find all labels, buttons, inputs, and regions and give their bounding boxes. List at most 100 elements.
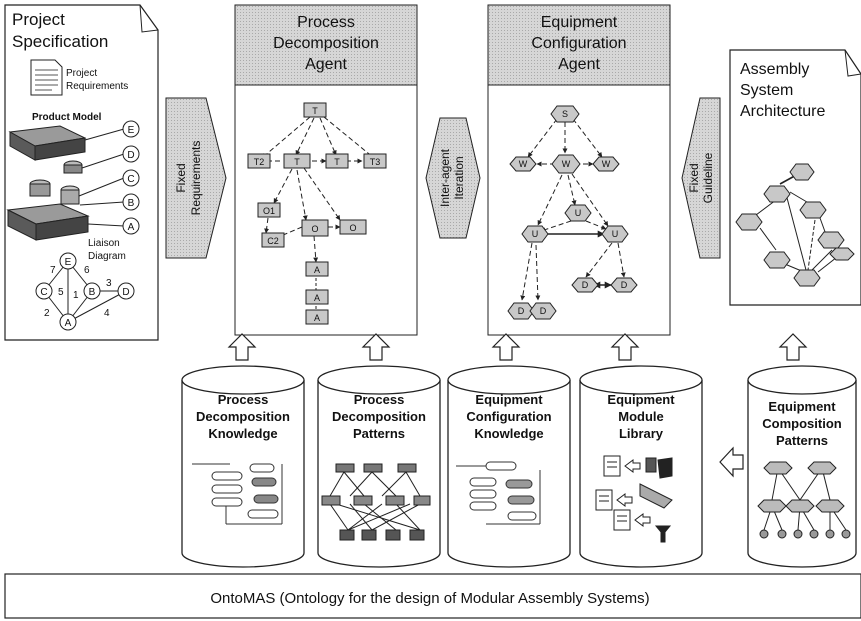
- eca-title-line3: Agent: [558, 56, 600, 73]
- ontology-bar: OntoMAS (Ontology for the design of Modu…: [4, 573, 861, 619]
- pda-title-line1: Process: [297, 14, 355, 31]
- inter-agent-line1: Inter-agent: [438, 148, 452, 207]
- left-arrow: [719, 446, 744, 478]
- up-arrow: [361, 333, 391, 361]
- eca-node: U: [612, 229, 619, 239]
- edge-number: 3: [106, 278, 112, 289]
- eca-node: D: [518, 306, 525, 316]
- db4-line2: Module: [618, 409, 664, 424]
- flowchart-icon: [192, 463, 283, 525]
- edge-number: 4: [104, 308, 110, 319]
- edge-number: 5: [58, 287, 64, 298]
- part-labels: E D C B A: [122, 120, 140, 235]
- part-label-a: A: [128, 222, 135, 233]
- db5-line2: Composition: [762, 416, 841, 431]
- project-specification-panel: Project Specification Project Requiremen…: [4, 4, 159, 341]
- eca-node: U: [532, 229, 539, 239]
- fixed-guideline-line2: Guideline: [701, 152, 715, 203]
- db1-line2: Decomposition: [196, 409, 290, 424]
- project-spec-title-line1: Project: [12, 10, 65, 29]
- up-arrow: [227, 333, 257, 361]
- pda-node: T: [294, 157, 300, 167]
- liaison-node-e: E: [65, 257, 72, 268]
- pda-node: O: [311, 224, 318, 234]
- project-spec-title-line2: Specification: [12, 32, 108, 51]
- liaison-label-line2: Diagram: [88, 251, 126, 262]
- asa-title-line3: Architecture: [740, 103, 825, 120]
- db2-line3: Patterns: [353, 426, 405, 441]
- database-equipment-module-library: Equipment Module Library: [579, 365, 703, 568]
- pda-node: A: [314, 293, 320, 303]
- eca-node: W: [602, 159, 611, 169]
- db1-line1: Process: [218, 392, 269, 407]
- pattern-network-icon: [321, 463, 431, 541]
- pda-node: T3: [370, 157, 381, 167]
- pda-node: T: [312, 106, 318, 116]
- pda-node: T: [334, 157, 340, 167]
- eca-nodes: S W W W U U U D D D D: [507, 105, 638, 320]
- liaison-node-c: C: [40, 287, 47, 298]
- asa-title-line1: Assembly: [740, 61, 809, 78]
- inter-agent-iteration-arrow: Inter-agent Iteration: [425, 117, 481, 239]
- pda-node: A: [314, 313, 320, 323]
- pda-node: O: [349, 223, 356, 233]
- project-requirements-line1: Project: [66, 68, 97, 79]
- db2-line1: Process: [354, 392, 405, 407]
- eca-node: D: [582, 280, 589, 290]
- pda-node: O1: [263, 206, 275, 216]
- liaison-label-line1: Liaison: [88, 238, 120, 249]
- equipment-configuration-agent-panel: Equipment Configuration Agent: [487, 4, 671, 336]
- part-label-c: C: [127, 174, 134, 185]
- db3-line3: Knowledge: [474, 426, 543, 441]
- fixed-guideline-arrow: Fixed Guideline: [681, 97, 721, 259]
- eca-node: D: [540, 306, 547, 316]
- fixed-requirements-arrow: Fixed Requirements: [165, 97, 227, 259]
- inter-agent-line2: Iteration: [452, 156, 466, 199]
- eca-title-line2: Configuration: [531, 35, 626, 52]
- db4-line1: Equipment: [607, 392, 675, 407]
- db3-line1: Equipment: [475, 392, 543, 407]
- fixed-guideline-line1: Fixed: [687, 163, 701, 192]
- eca-node: W: [562, 159, 571, 169]
- process-decomposition-agent-panel: Process Decomposition Agent T: [234, 4, 418, 336]
- part-label-b: B: [128, 198, 135, 209]
- liaison-node-a: A: [65, 318, 72, 329]
- database-process-decomposition-patterns: Process Decomposition Patterns: [317, 365, 441, 568]
- db3-line2: Configuration: [466, 409, 551, 424]
- pda-node: T2: [254, 157, 265, 167]
- up-arrow: [610, 333, 640, 361]
- eca-node: W: [519, 159, 528, 169]
- eca-node: S: [562, 109, 568, 119]
- eca-node: D: [621, 280, 628, 290]
- pda-node: C2: [267, 236, 279, 246]
- project-requirements-line2: Requirements: [66, 81, 128, 92]
- edge-number: 7: [50, 265, 56, 276]
- fixed-requirements-line1: Fixed: [174, 163, 188, 192]
- pda-title-line3: Agent: [305, 56, 347, 73]
- part-label-d: D: [127, 150, 134, 161]
- liaison-node-d: D: [122, 287, 129, 298]
- db5-line3: Patterns: [776, 433, 828, 448]
- edge-number: 2: [44, 308, 50, 319]
- ontology-label: OntoMAS (Ontology for the design of Modu…: [210, 590, 649, 607]
- pda-nodes: T T2 T T T3 O1 O O C2 A A A: [247, 102, 387, 325]
- composition-network-icon: [757, 461, 851, 539]
- document-icon: [30, 59, 63, 96]
- part-label-e: E: [128, 125, 135, 136]
- pda-title-line2: Decomposition: [273, 35, 379, 52]
- db2-line2: Decomposition: [332, 409, 426, 424]
- eca-title-line1: Equipment: [541, 14, 618, 31]
- db5-line1: Equipment: [768, 399, 836, 414]
- liaison-node-b: B: [89, 287, 96, 298]
- module-library-icons: [595, 455, 673, 543]
- up-arrow: [778, 333, 808, 361]
- db1-line3: Knowledge: [208, 426, 277, 441]
- up-arrow: [491, 333, 521, 361]
- assembly-system-architecture-panel: Assembly System Architecture: [729, 49, 861, 306]
- flowchart-icon: [456, 461, 541, 525]
- database-equipment-configuration-knowledge: Equipment Configuration Knowledge: [447, 365, 571, 568]
- asa-title-line2: System: [740, 82, 793, 99]
- pda-node: A: [314, 265, 320, 275]
